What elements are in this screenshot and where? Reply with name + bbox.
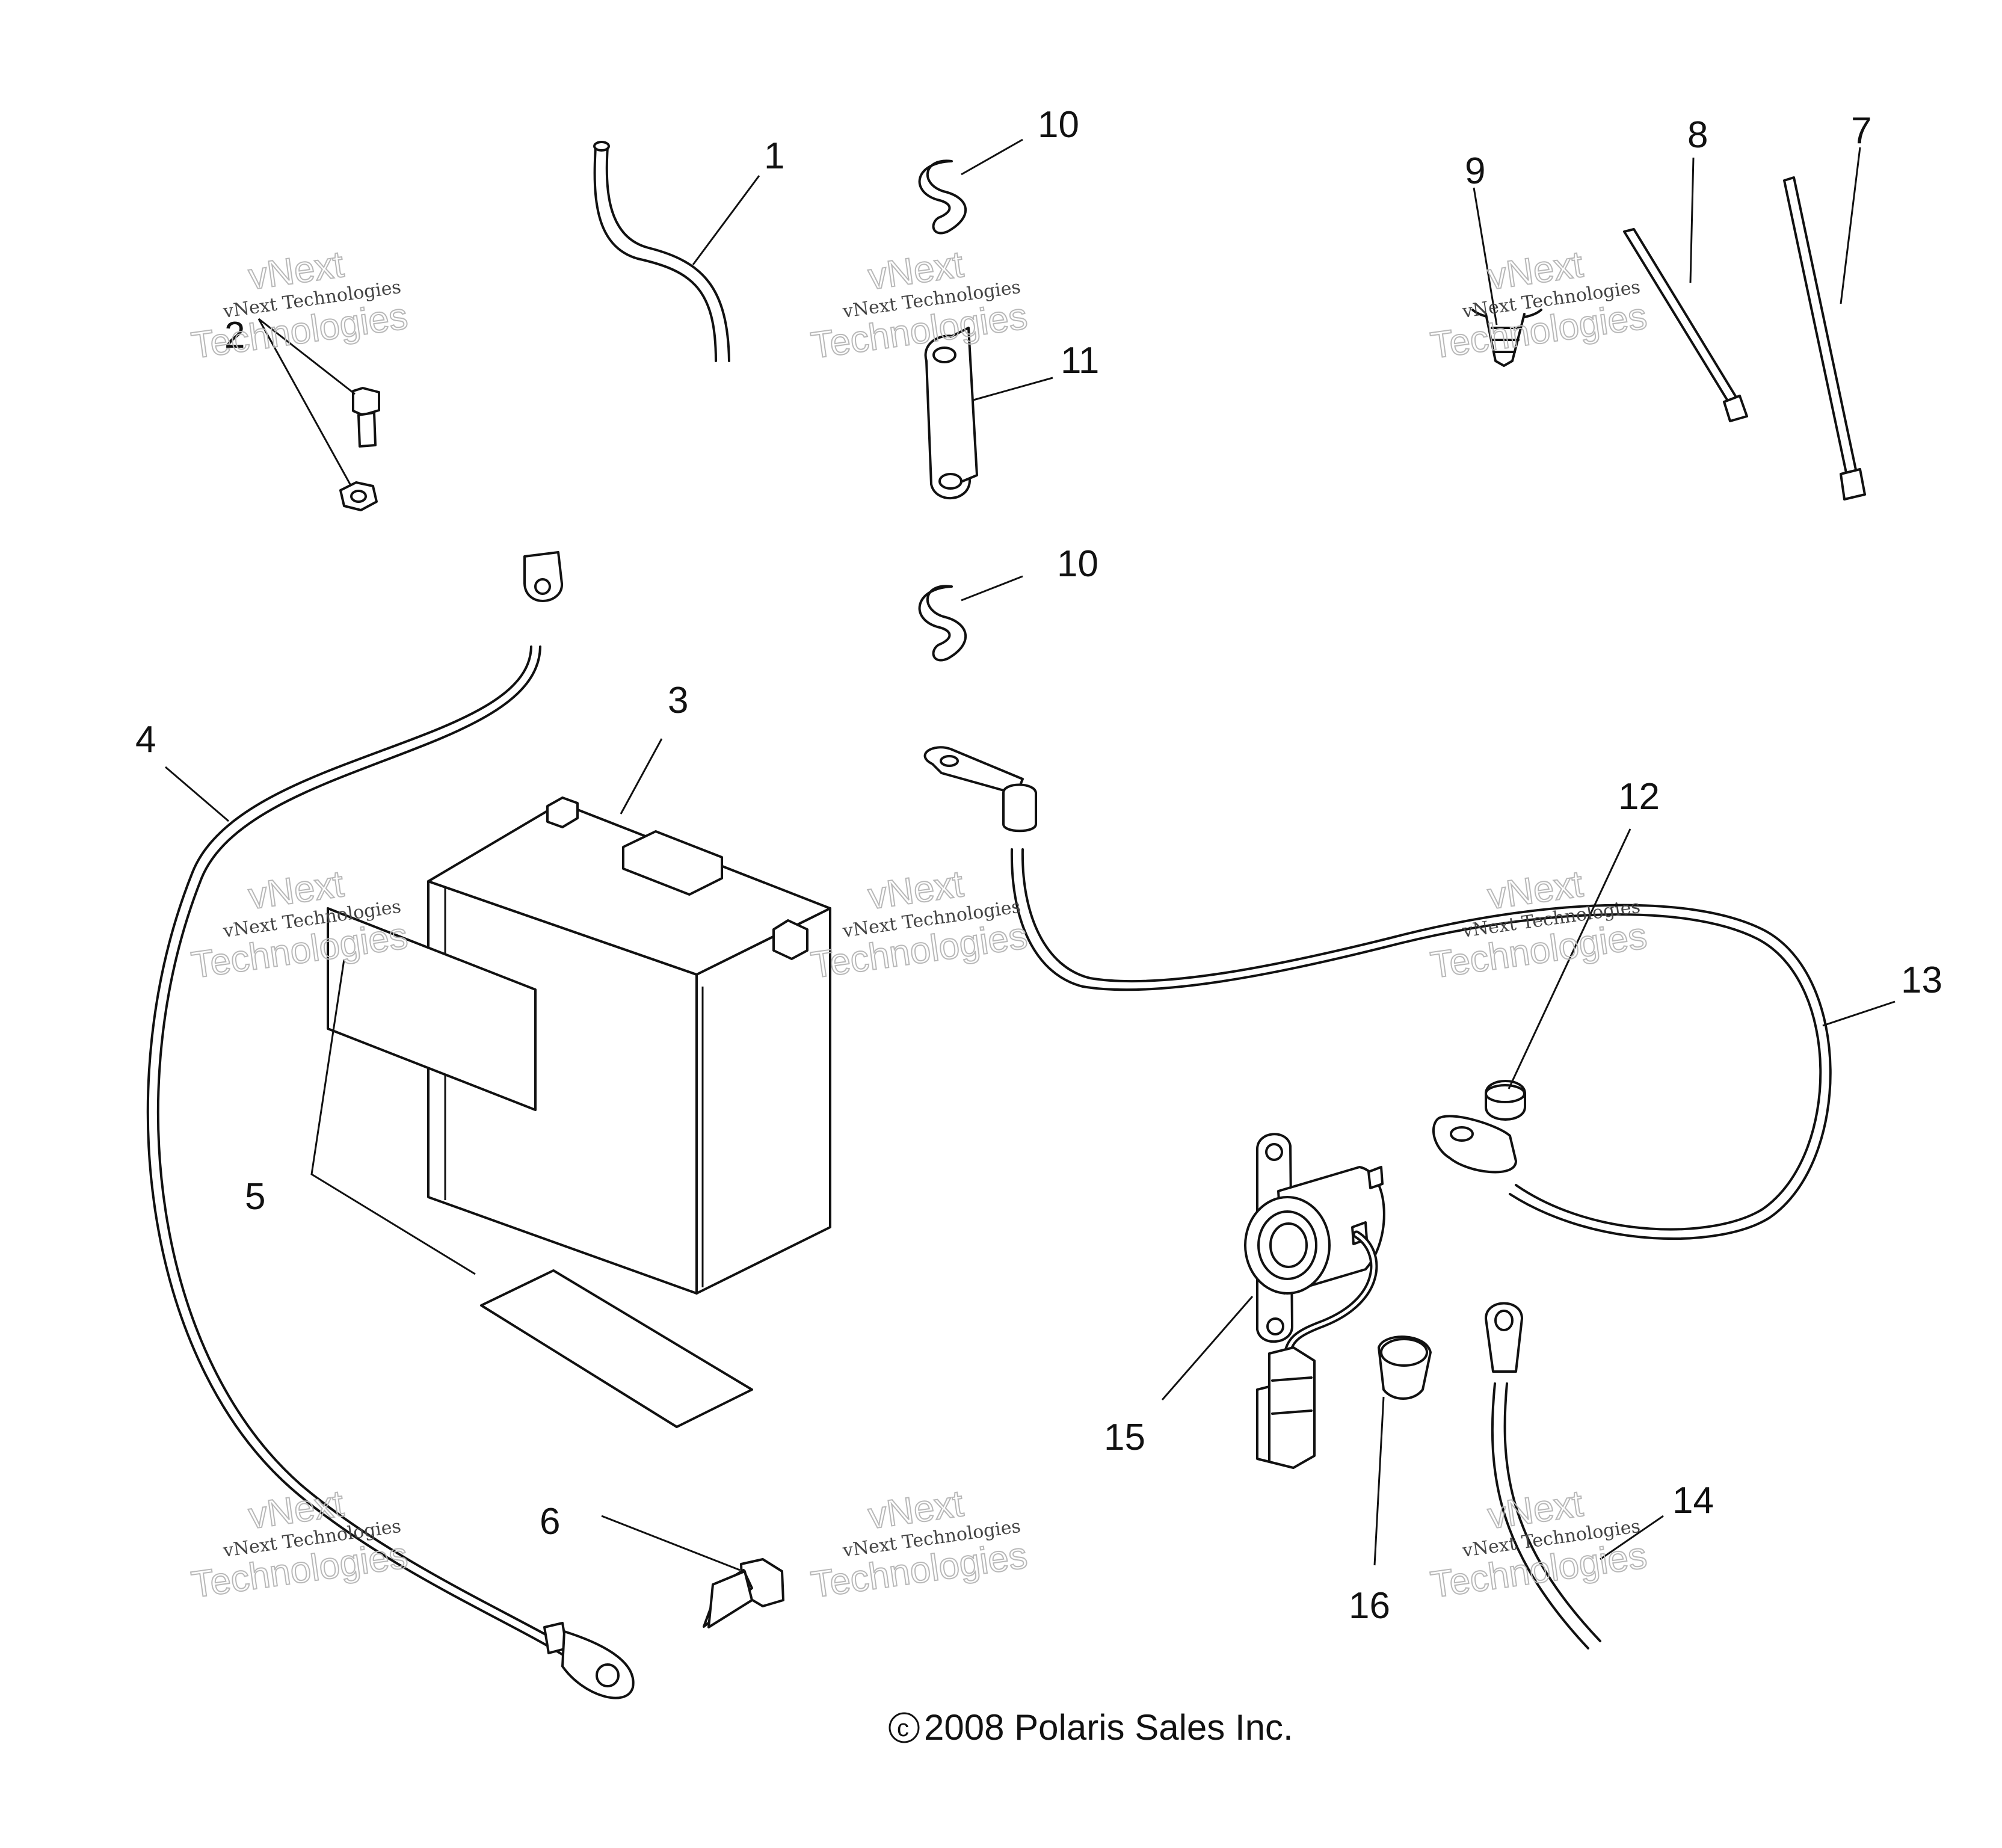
callout-9: 9: [1465, 150, 1485, 192]
part-8-cable-tie-short: [1623, 228, 1748, 422]
part-11-link: [924, 327, 978, 499]
callout-labels: 1 2 3 4 5 6 7 8 9 10 10 11 12 13 14 15 1…: [135, 104, 1942, 1627]
copyright-circle: [889, 1712, 920, 1743]
callout-10-upper: 10: [1038, 104, 1079, 146]
part-2-bolt-and-nut: [339, 387, 380, 511]
part-7-cable-tie-long: [1783, 176, 1866, 500]
callout-8: 8: [1687, 114, 1708, 156]
callout-3: 3: [668, 680, 688, 721]
leader-lines: [165, 138, 1896, 1571]
part-12-grommet: [1485, 1080, 1526, 1121]
callout-2: 2: [224, 315, 245, 356]
callout-11: 11: [1061, 340, 1099, 381]
part-5-decals: [327, 907, 753, 1428]
callout-10-lower: 10: [1057, 543, 1098, 585]
callout-12: 12: [1618, 776, 1660, 818]
callout-6: 6: [540, 1501, 560, 1542]
callout-5: 5: [245, 1176, 265, 1218]
callout-13: 13: [1901, 959, 1942, 1001]
callout-16: 16: [1349, 1585, 1390, 1627]
part-9-push-clip: [1471, 309, 1542, 367]
watermark-6: vNext Technologies vNext Technologies: [1428, 863, 1650, 987]
callout-1: 1: [764, 135, 784, 177]
watermark-7: vNext Technologies vNext Technologies: [188, 1482, 411, 1607]
callout-7: 7: [1851, 110, 1871, 152]
watermark-2: vNext Technologies vNext Technologies: [808, 243, 1030, 368]
callout-14: 14: [1672, 1480, 1714, 1521]
watermark-1: vNext Technologies vNext Technologies: [188, 243, 411, 368]
part-10-clip-upper: [918, 159, 967, 235]
part-15-solenoid: [1244, 1133, 1385, 1469]
part-14-cable: [1485, 1302, 1601, 1649]
callout-15: 15: [1104, 1417, 1145, 1458]
watermark-3: vNext Technologies vNext Technologies: [1428, 243, 1650, 368]
copyright-text: 2008 Polaris Sales Inc.: [924, 1707, 1293, 1748]
part-4-cable: [146, 551, 635, 1699]
callout-4: 4: [135, 719, 156, 760]
watermark-8: vNext Technologies vNext Technologies: [808, 1482, 1030, 1607]
watermark-5: vNext Technologies vNext Technologies: [808, 863, 1030, 987]
part-10-clip-lower: [918, 585, 967, 662]
part-6-screw: [703, 1558, 784, 1628]
part-16-fastener: [1378, 1335, 1432, 1400]
watermark-9: vNext Technologies vNext Technologies: [1428, 1482, 1650, 1607]
copyright-symbol: c: [897, 1715, 909, 1742]
part-1-wire: [593, 141, 730, 362]
part-13-cable: [923, 746, 1832, 1240]
copyright: c 2008 Polaris Sales Inc.: [889, 1707, 1293, 1748]
